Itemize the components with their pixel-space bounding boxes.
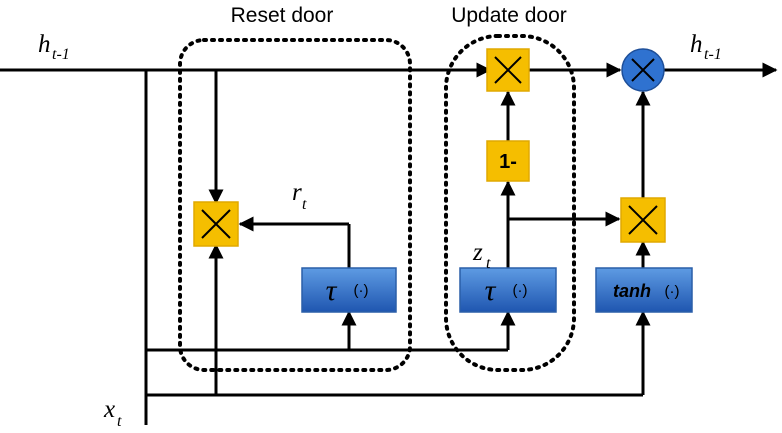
svg-text:t-1: t-1: [704, 46, 722, 63]
reset-multiply-gate: [193, 201, 239, 247]
svg-text:t: t: [302, 196, 307, 213]
reset-sigma-block: τ (·): [301, 267, 397, 313]
update-sigma-block: τ (·): [459, 267, 557, 313]
multiply-cross-icon: [494, 56, 522, 84]
svg-text:r: r: [292, 179, 302, 206]
svg-text:x: x: [103, 396, 115, 423]
svg-text:τ: τ: [485, 274, 497, 307]
reset-door-title: Reset door: [231, 4, 334, 27]
output-combine-node: [621, 48, 665, 92]
update-door-title: Update door: [451, 4, 567, 27]
svg-text:(·): (·): [665, 283, 680, 300]
reset-door-outline: [178, 38, 412, 372]
svg-text:tanh: tanh: [613, 281, 651, 301]
label-r-t: r t: [292, 179, 307, 213]
svg-text:h: h: [38, 31, 51, 58]
label-h-input: h t-1: [38, 31, 70, 63]
svg-text:t: t: [117, 413, 122, 430]
label-z-t: z t: [472, 239, 491, 272]
svg-text:(·): (·): [354, 282, 369, 299]
svg-text:(·): (·): [513, 282, 528, 299]
svg-text:τ: τ: [326, 274, 338, 307]
svg-text:1-: 1-: [499, 151, 517, 173]
multiply-cross-icon: [631, 58, 655, 82]
label-h-output: h t-1: [690, 31, 722, 63]
svg-text:t-1: t-1: [52, 46, 70, 63]
update-multiply-gate: [486, 48, 530, 92]
one-minus-block: 1-: [486, 140, 530, 182]
tanh-multiply-gate: [620, 197, 666, 243]
svg-text:h: h: [690, 31, 703, 58]
multiply-cross-icon: [201, 209, 231, 239]
label-x-input: x t: [103, 396, 122, 430]
svg-text:t: t: [486, 255, 491, 272]
wires: [0, 62, 778, 425]
update-door-outline: [444, 34, 576, 372]
svg-text:z: z: [472, 239, 483, 266]
tanh-block: tanh (·): [595, 267, 693, 313]
multiply-cross-icon: [628, 205, 658, 235]
